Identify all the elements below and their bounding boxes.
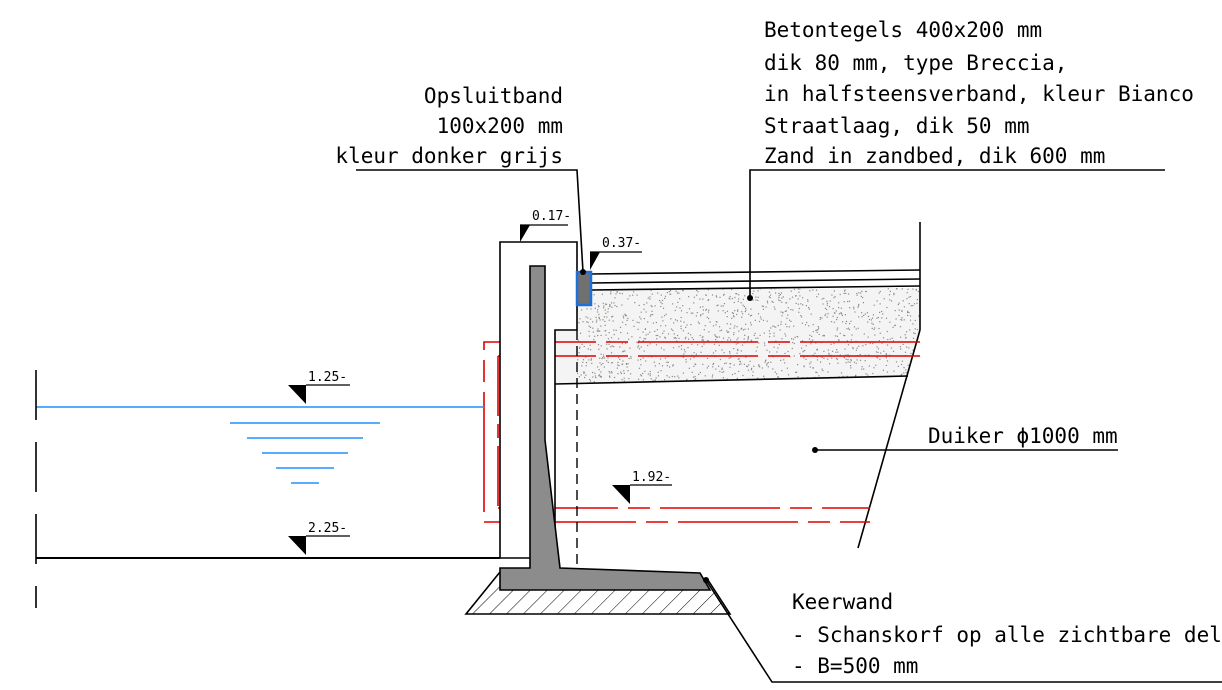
level-marker-bed: 2.25-: [288, 521, 350, 555]
level-marker-water: 1.25-: [288, 370, 350, 404]
level-label-band-top: 0.37-: [602, 236, 641, 251]
keerwand-line-2: - Schanskorf op alle zichtbare delen: [792, 623, 1222, 647]
level-label-wall-top: 0.17-: [532, 209, 571, 224]
label-duiker: Duiker ϕ1000 mm: [928, 424, 1118, 448]
label-keerwand: Keerwand - Schanskorf op alle zichtbare …: [792, 590, 1222, 678]
opsluitband-line-2: 100x200 mm: [437, 114, 563, 138]
pavement-line-3: in halfsteensverband, kleur Bianco: [764, 82, 1194, 106]
level-label-water: 1.25-: [308, 370, 347, 385]
keerwand-line-3: - B=500 mm: [792, 654, 918, 678]
water-surface: [36, 406, 484, 484]
level-marker-wall-top: 0.17-: [520, 209, 571, 242]
level-label-bed: 2.25-: [308, 521, 347, 536]
level-marker-culvert: 1.92-: [612, 470, 672, 504]
label-opsluitband: Opsluitband 100x200 mm kleur donker grij…: [335, 84, 563, 168]
keerwand-line-1: Keerwand: [792, 590, 893, 614]
pavement-line-4: Straatlaag, dik 50 mm: [764, 114, 1030, 138]
sand-bed: [555, 288, 920, 384]
pavement-line-5: Zand in zandbed, dik 600 mm: [764, 144, 1105, 168]
pavement-layers: [554, 222, 921, 549]
leader-dots: [580, 269, 818, 583]
leader-lines: [356, 169, 1222, 683]
opsluitband-line-3: kleur donker grijs: [335, 144, 563, 168]
curb-opsluitband: [575, 270, 593, 307]
label-pavement: Betontegels 400x200 mm dik 80 mm, type B…: [764, 18, 1194, 168]
level-label-culvert: 1.92-: [632, 470, 671, 485]
level-marker-band-top: 0.37-: [590, 236, 642, 270]
pavement-line-1: Betontegels 400x200 mm: [764, 18, 1042, 42]
culvert-outline: [483, 341, 920, 523]
opsluitband-line-1: Opsluitband: [424, 84, 563, 108]
pavement-line-2: dik 80 mm, type Breccia,: [764, 51, 1067, 75]
